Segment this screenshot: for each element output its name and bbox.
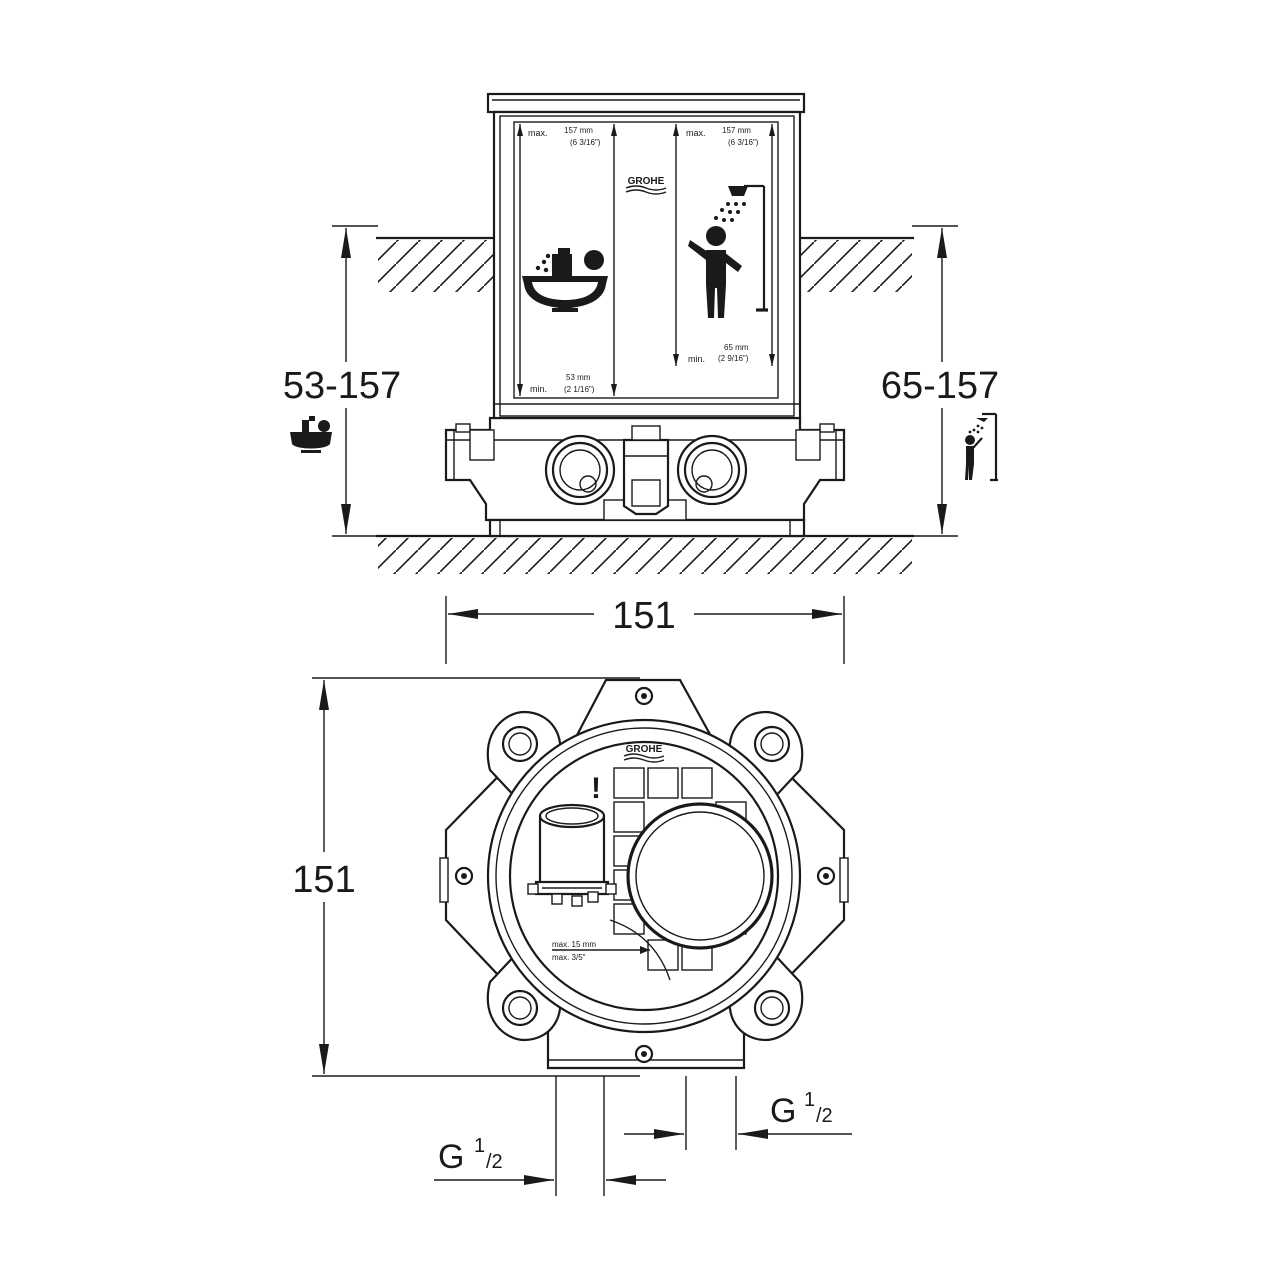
inner-left-max-word: max. [528, 128, 548, 138]
inner-right-max-in: (6 3/16") [728, 138, 759, 147]
thread-left: G 1 /2 [434, 1135, 666, 1185]
inner-right-min-word: min. [688, 354, 705, 364]
inner-left-min-mm: 53 mm [566, 373, 591, 382]
inner-right-max-word: max. [686, 128, 706, 138]
thread-right-den: /2 [816, 1105, 833, 1127]
shower-icon-large [688, 184, 768, 318]
warning-mark: ! [591, 772, 601, 805]
outlet-port [626, 802, 774, 950]
lower-ground-hatch [376, 534, 914, 574]
top-view: 151 151 [292, 595, 852, 1196]
grohe-logo-top-text: GROHE [626, 744, 663, 755]
note-line-1: max. 15 mm [552, 940, 596, 949]
grohe-logo-top: GROHE [623, 744, 665, 763]
height-label: 151 [292, 859, 355, 901]
side-view: 53-157 65-157 [283, 92, 999, 574]
inner-left-max-mm: 157 mm [564, 126, 593, 135]
bathtub-icon-large [522, 248, 608, 312]
inner-left-max-in: (6 3/16") [570, 138, 601, 147]
note-line-2: max. 3/5" [552, 953, 586, 962]
thread-left-g: G [438, 1138, 464, 1176]
shower-icon [965, 412, 998, 482]
left-height-dimension: 53-157 [283, 225, 401, 537]
grohe-logo: GROHE [625, 176, 667, 195]
thread-left-num: 1 [474, 1135, 485, 1157]
inner-left-scale: max. 157 mm (6 3/16") 53 mm min. (2 1/16… [517, 124, 617, 396]
screws [454, 686, 836, 1064]
grohe-logo-text: GROHE [628, 176, 665, 187]
bathtub-icon [290, 416, 332, 453]
corner-lugs [486, 710, 804, 1042]
depth-note: max. 15 mm max. 3/5" [552, 919, 671, 981]
left-height-label: 53-157 [283, 365, 401, 407]
thread-right: G 1 /2 [624, 1089, 852, 1139]
thread-right-num: 1 [804, 1089, 815, 1111]
inner-right-max-mm: 157 mm [722, 126, 751, 135]
upper-ground-hatch [376, 236, 914, 292]
inner-right-min-in: (2 9/16") [718, 354, 749, 363]
width-label: 151 [612, 595, 675, 637]
right-height-dimension: 65-157 [881, 225, 999, 537]
inner-right-scale: max. 157 mm (6 3/16") 65 mm min. (2 9/16… [673, 124, 775, 366]
height-dimension: 151 [292, 677, 640, 1077]
inner-left-min-in: (2 1/16") [564, 385, 595, 394]
plaster-guard [486, 92, 806, 420]
inner-right-min-mm: 65 mm [724, 343, 749, 352]
inner-left-min-word: min. [530, 384, 547, 394]
outlet-pipes [555, 1067, 737, 1196]
right-height-label: 65-157 [881, 365, 999, 407]
thread-right-g: G [770, 1092, 796, 1130]
width-dimension: 151 [445, 595, 845, 664]
thread-left-den: /2 [486, 1151, 503, 1173]
valve-cartridge-icon [527, 803, 617, 907]
valve-body-side [444, 416, 846, 538]
